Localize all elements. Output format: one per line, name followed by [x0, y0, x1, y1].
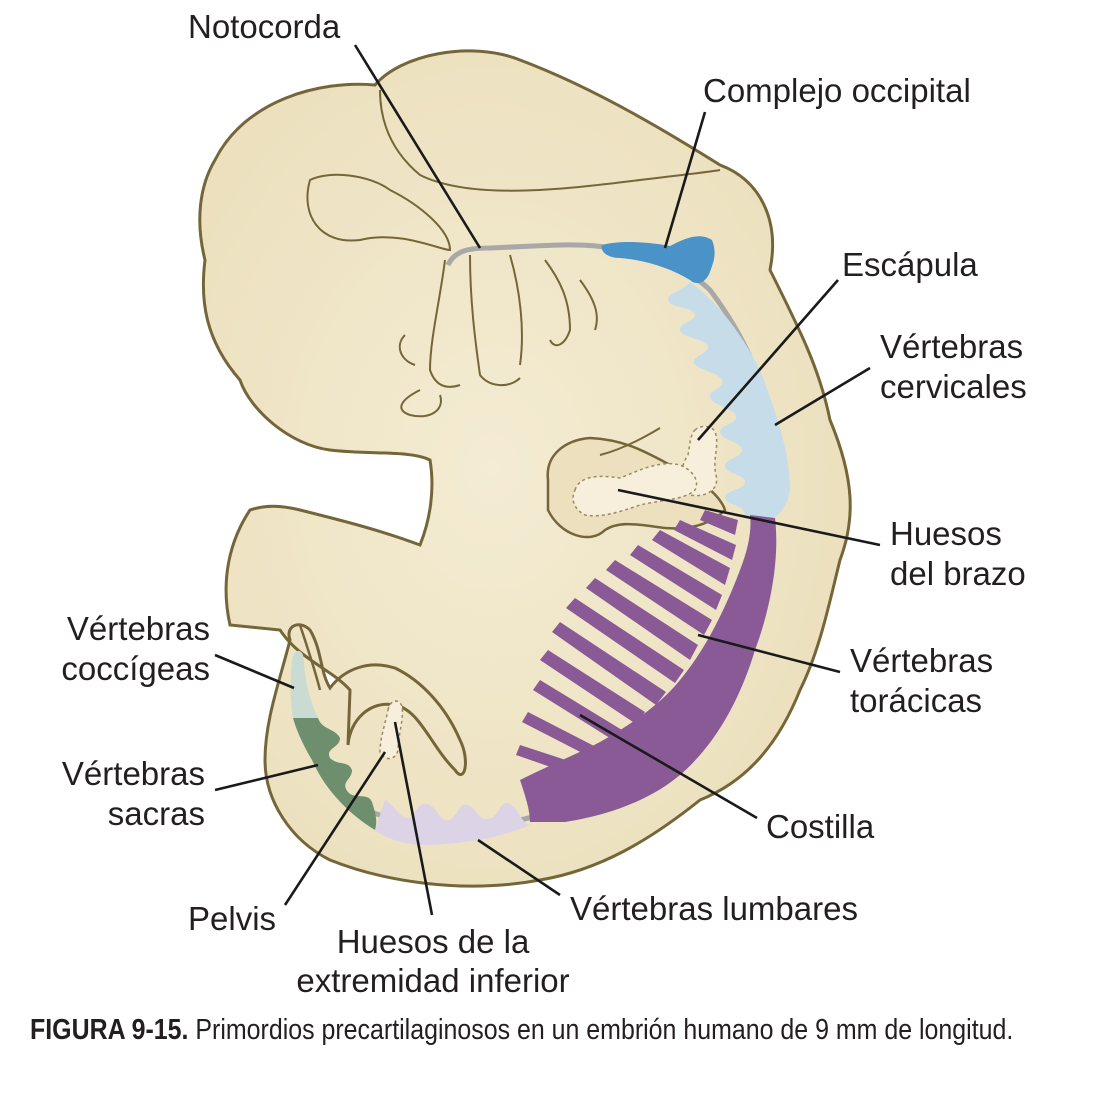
- leader-escapula: [697, 279, 839, 441]
- cervical-vertebrae: [667, 282, 790, 520]
- head-fold: [379, 89, 721, 192]
- leader-vertebras-cervicales: [774, 366, 871, 427]
- label-costilla: Costilla: [766, 808, 875, 845]
- lumbar-vertebrae: [375, 800, 530, 845]
- leader-vertebras-toracicas: [697, 633, 841, 674]
- leader-vertebras-sacras: [214, 763, 319, 792]
- label-vertebras-coccigeas-2: coccígeas: [61, 650, 210, 687]
- leader-complejo-occipital: [663, 111, 707, 249]
- sacral-vertebrae: [293, 718, 377, 830]
- label-vertebras-lumbares: Vértebras lumbares: [570, 890, 858, 927]
- leader-huesos-brazo: [617, 488, 881, 547]
- arm-bones: [572, 462, 698, 517]
- leader-vertebras-coccigeas: [214, 653, 295, 690]
- occipital-complex: [601, 236, 715, 284]
- label-complejo-occipital: Complejo occipital: [703, 72, 971, 109]
- embryo-diagram: Notocorda Complejo occipital Escápula Vé…: [61, 8, 1027, 999]
- label-huesos-extremidad-inferior-2: extremidad inferior: [296, 962, 569, 999]
- face-outline: [398, 334, 416, 366]
- leader-costilla: [579, 713, 758, 820]
- label-vertebras-toracicas-1: Vértebras: [850, 642, 993, 679]
- label-vertebras-cervicales-2: cervicales: [880, 368, 1027, 405]
- label-huesos-extremidad-inferior-1: Huesos de la: [337, 923, 530, 960]
- arm-bud-fold: [599, 427, 661, 456]
- label-huesos-brazo-2: del brazo: [890, 555, 1026, 592]
- coccygeal-vertebrae: [290, 650, 318, 718]
- label-vertebras-sacras-2: sacras: [108, 795, 205, 832]
- label-pelvis: Pelvis: [188, 900, 276, 937]
- leader-pelvis: [283, 751, 387, 906]
- figure-caption-text: Primordios precartilaginosos en un embri…: [195, 1014, 1014, 1046]
- label-vertebras-toracicas-2: torácicas: [850, 682, 982, 719]
- ribs: [516, 510, 738, 772]
- leader-lines: [214, 44, 881, 916]
- leg-outline: [298, 624, 322, 691]
- label-vertebras-cervicales-1: Vértebras: [880, 328, 1023, 365]
- label-vertebras-coccigeas-1: Vértebras: [67, 610, 210, 647]
- leader-vertebras-lumbares: [477, 838, 561, 897]
- lower-limb-bones: [379, 700, 404, 760]
- figure-caption-label: FIGURA 9-15.: [30, 1014, 189, 1046]
- figure-caption: FIGURA 9-15. Primordios precartilaginoso…: [30, 1010, 1090, 1050]
- pharyngeal-arches: [400, 254, 598, 418]
- brain-outline: [306, 173, 452, 252]
- label-notocorda: Notocorda: [188, 8, 341, 45]
- leader-notocorda: [353, 44, 482, 249]
- label-escapula: Escápula: [842, 246, 978, 283]
- leader-huesos-extremidad-inferior: [393, 721, 434, 916]
- label-vertebras-sacras-1: Vértebras: [62, 755, 205, 792]
- label-huesos-brazo-1: Huesos: [890, 515, 1002, 552]
- thoracic-vertebrae: [520, 515, 777, 822]
